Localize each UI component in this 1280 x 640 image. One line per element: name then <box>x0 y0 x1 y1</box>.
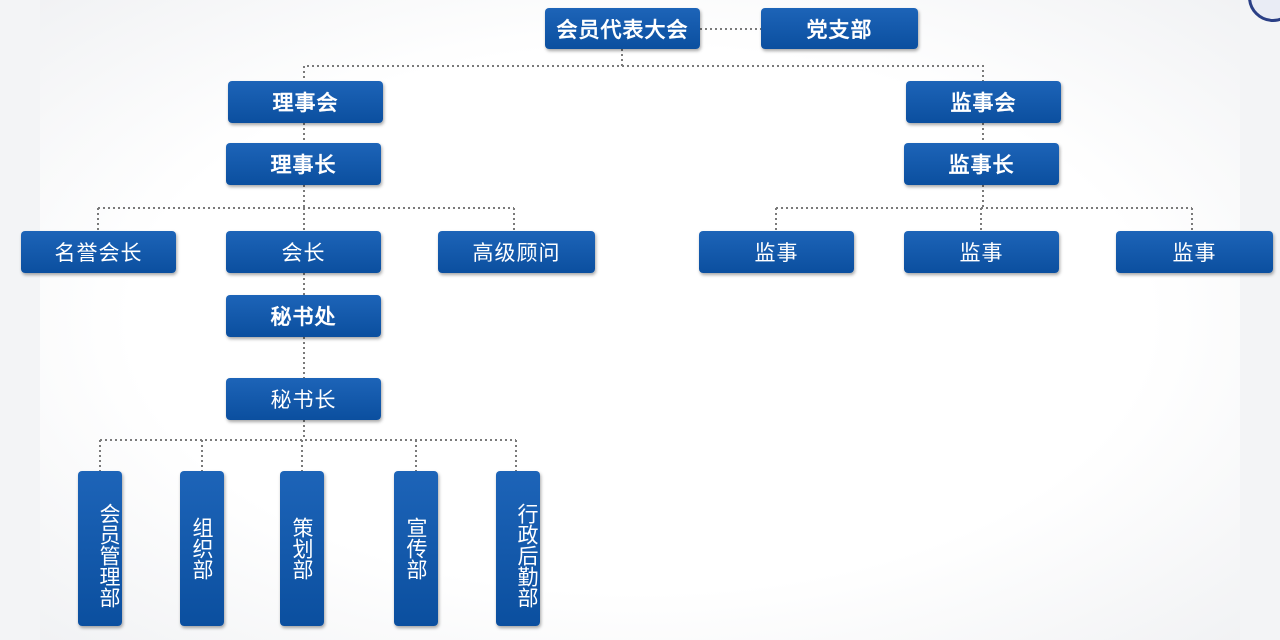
president-box: 会长 <box>226 231 381 273</box>
party-branch-box: 党支部 <box>761 8 918 49</box>
dept-admin-logistics: 行政后勤部 <box>496 471 540 626</box>
connector-chief-branch <box>775 185 1193 231</box>
secretariat-box: 秘书处 <box>226 295 381 337</box>
chief-supervisor-box: 监事长 <box>904 143 1059 185</box>
secretary-general-box: 秘书长 <box>226 378 381 420</box>
supervisory-board-box: 监事会 <box>906 81 1061 123</box>
honorary-president-box: 名誉会长 <box>21 231 176 273</box>
supervisor-box-2: 监事 <box>904 231 1059 273</box>
connector-chairman-branch <box>97 185 515 231</box>
supervisor-box-1: 监事 <box>699 231 854 273</box>
dept-publicity: 宣传部 <box>394 471 438 626</box>
supervisor-box-3: 监事 <box>1116 231 1273 273</box>
dept-member-management: 会员管理部 <box>78 471 122 626</box>
connector-secgen-depts <box>99 420 517 471</box>
chairman-box: 理事长 <box>226 143 381 185</box>
board-box: 理事会 <box>228 81 383 123</box>
assembly-box: 会员代表大会 <box>545 8 700 49</box>
senior-advisor-box: 高级顾问 <box>438 231 595 273</box>
dept-planning: 策划部 <box>280 471 324 626</box>
dept-organization: 组织部 <box>180 471 224 626</box>
connector-assembly-trunk <box>303 49 984 81</box>
